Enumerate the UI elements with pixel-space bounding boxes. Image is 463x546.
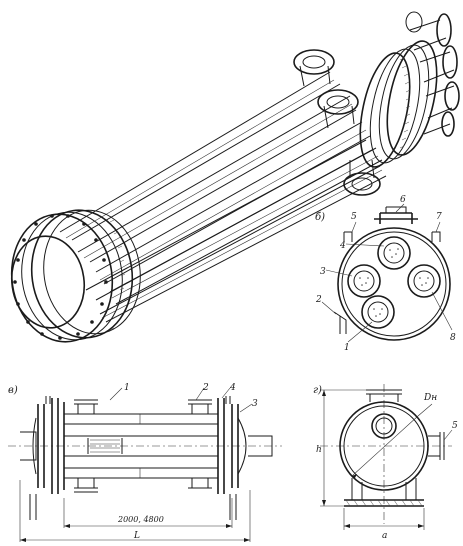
view-g-end: г) Dн 5 h a [313, 384, 458, 541]
label-g-5: 5 [452, 421, 458, 431]
rear-pipes [405, 11, 460, 137]
label-b-8: 8 [450, 333, 456, 343]
front-head [10, 209, 141, 343]
view-v-labels: 1 2 4 3 2000, 4800 L [117, 383, 258, 541]
label-v-1: 1 [124, 383, 130, 393]
section-tubes [347, 236, 441, 329]
nozzle-flanges [293, 49, 381, 196]
label-b-4: 4 [339, 241, 346, 251]
label-b-3: 3 [320, 267, 326, 277]
tube-bundle [59, 71, 387, 323]
dim-inner-length: 2000, 4800 [117, 515, 164, 524]
label-v-2: 2 [202, 383, 209, 393]
view-g-labels: Dн 5 h a [316, 393, 458, 541]
dim-total-length: L [133, 531, 140, 541]
dim-height: h [316, 445, 322, 455]
label-g-dn: Dн [423, 393, 437, 403]
label-v-3: 3 [252, 399, 258, 409]
view-b-letter: б) [315, 212, 325, 223]
view-b-section: б) [315, 195, 456, 353]
label-b-2: 2 [315, 295, 322, 305]
isometric-view [10, 11, 460, 343]
label-b-1: 1 [344, 343, 350, 353]
label-b-6: 6 [400, 195, 406, 205]
label-b-7: 7 [436, 212, 442, 222]
view-g-letter: г) [313, 385, 322, 396]
rear-flange [359, 40, 438, 168]
label-b-5: 5 [351, 212, 357, 222]
view-b-labels: 6 5 7 4 3 2 1 8 [315, 195, 456, 353]
view-v-letter: в) [8, 385, 18, 396]
label-v-4: 4 [229, 383, 236, 393]
dim-width: a [382, 531, 387, 541]
view-v-side: в) 1 [8, 383, 282, 542]
